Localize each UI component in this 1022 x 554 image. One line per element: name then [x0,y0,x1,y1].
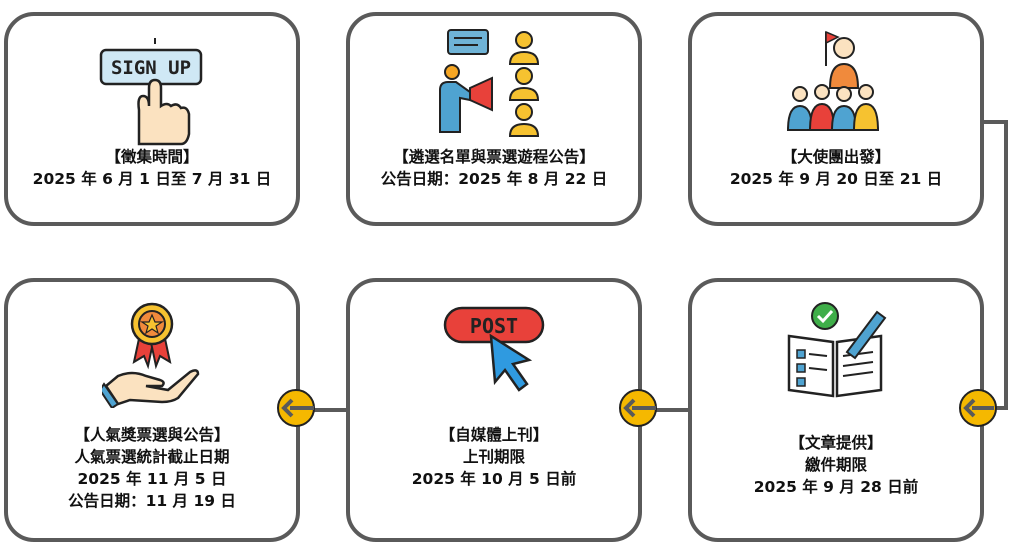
arrow-left-icon [277,388,315,428]
step-title: 【自媒體上刊】 [439,426,549,444]
tour-group-icon [786,30,880,131]
step-announcement-date: 公告日期：11 月 19 日 [68,492,236,510]
step-date: 2025 年 11 月 5 日 [77,470,227,488]
step-card-call-for-entries: SIGN UP 【徵集時間】 2025 年 6 月 1 日至 7 月 31 日 [4,12,300,226]
book-check-icon [787,302,887,398]
sign-up-icon: SIGN UP [99,38,203,146]
svg-text:POST: POST [470,314,518,338]
arrow-left-icon [959,388,997,428]
step-title: 【遴選名單與票選遊程公告】 [393,148,595,166]
step-subtitle: 上刊期限 [462,448,525,466]
step-title: 【大使團出發】 [781,148,891,166]
connector-left [300,408,348,412]
step-card-shortlist-announcement: 【遴選名單與票選遊程公告】 公告日期：2025 年 8 月 22 日 [346,12,642,226]
step-card-social-media-posting: POST 【自媒體上刊】 上刊期限 2025 年 10 月 5 日前 [346,278,642,542]
step-date: 2025 年 9 月 28 日前 [753,478,919,496]
step-date: 2025 年 9 月 20 日至 21 日 [729,170,943,188]
step-subtitle: 繳件期限 [804,456,867,474]
step-title: 【徵集時間】 [105,148,199,166]
step-date: 公告日期：2025 年 8 月 22 日 [380,170,608,188]
connector-right-vertical [1004,120,1008,410]
post-click-icon: POST [443,306,545,392]
presenter-megaphone-icon [439,29,540,137]
svg-text:SIGN UP: SIGN UP [111,57,191,79]
award-hand-icon [102,302,200,408]
connector-top-right [980,120,1008,124]
step-card-popularity-award: 【人氣獎票選與公告】 人氣票選統計截止日期 2025 年 11 月 5 日 公告… [4,278,300,542]
step-card-article-submission: 【文章提供】 繳件期限 2025 年 9 月 28 日前 [688,278,984,542]
step-title: 【人氣獎票選與公告】 [74,426,230,444]
step-title: 【文章提供】 [789,434,883,452]
step-date: 2025 年 6 月 1 日至 7 月 31 日 [32,170,272,188]
step-card-ambassador-departure: 【大使團出發】 2025 年 9 月 20 日至 21 日 [688,12,984,226]
connector-mid [642,408,688,412]
step-date: 2025 年 10 月 5 日前 [411,470,577,488]
arrow-left-icon [619,388,657,428]
step-subtitle: 人氣票選統計截止日期 [74,448,230,466]
